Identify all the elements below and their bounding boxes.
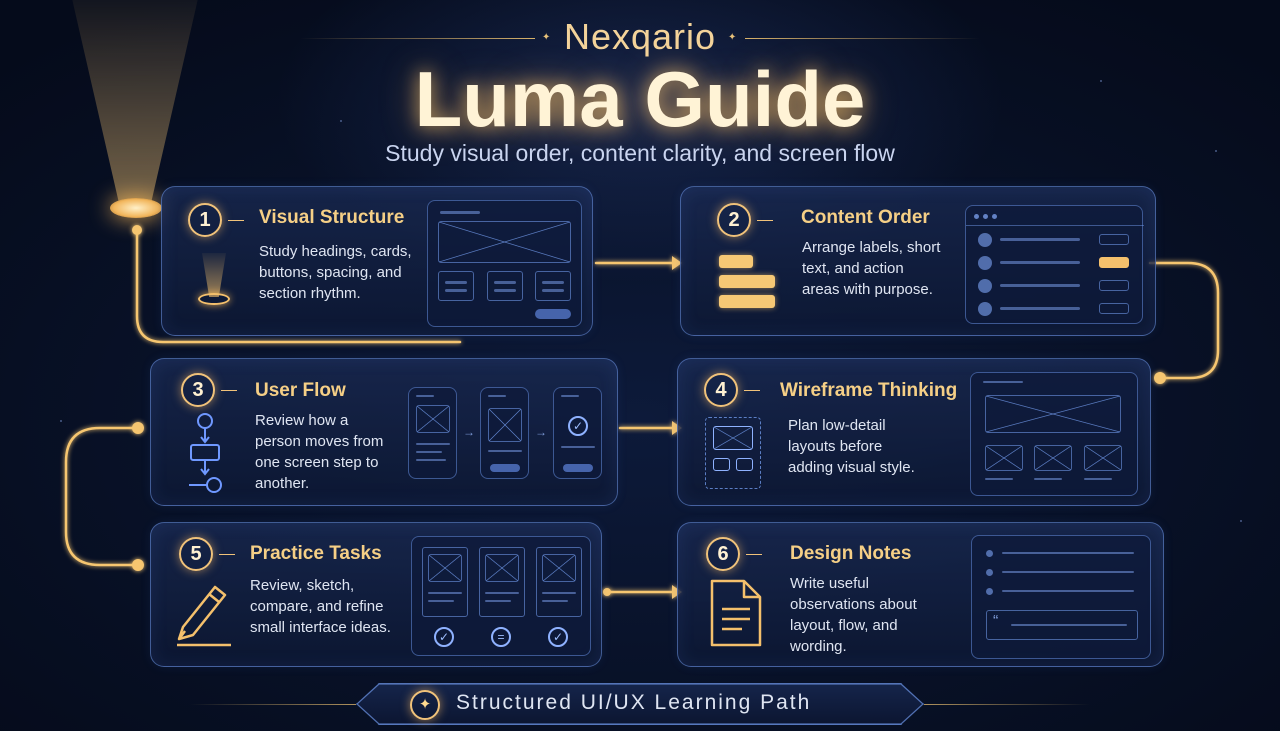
document-icon [710,579,762,647]
step-number: 5 [179,537,213,571]
flowchart-icon [189,413,222,493]
pencil-icon [177,585,231,647]
equals-circle-icon: = [491,627,511,647]
step-card-user-flow[interactable]: 3 User Flow Review how a person moves fr… [150,358,618,506]
step-description: Write useful observations about layout, … [790,575,917,655]
background-star [1100,80,1102,82]
footer-label: Structured UI/UX Learning Path [456,691,812,714]
list-mockup [965,205,1144,324]
number-tick [746,554,762,555]
brand-name: Nexqario [563,16,717,57]
step-card-content-order[interactable]: 2 Content Order Arrange labels, short te… [680,186,1156,336]
page-subtitle: Study visual order, content clarity, and… [385,140,895,166]
step-card-practice-tasks[interactable]: 5 Practice Tasks Review, sketch, compare… [150,522,602,667]
notes-mockup: “ [971,535,1151,659]
screen-mockup-1 [408,387,457,479]
screen-mockup-2 [480,387,529,479]
step-card-visual-structure[interactable]: 1 Visual Structure Study headings, cards… [161,186,593,336]
page-title: Luma Guide [414,55,866,143]
step-number: 4 [704,373,738,407]
small-spotlight-icon [196,253,232,313]
step-title: Practice Tasks [250,543,382,564]
step-number: 2 [717,203,751,237]
number-tick [757,220,773,221]
step-title: Design Notes [790,543,912,564]
number-tick [228,220,244,221]
number-tick [221,390,237,391]
footer-divider-left [190,704,356,705]
step-card-design-notes[interactable]: 6 Design Notes Write useful observations… [677,522,1164,667]
practice-mockup: ✓ = ✓ [411,536,591,656]
wireframe-icon [705,417,761,489]
background-star [1240,520,1242,522]
background-star [340,120,342,122]
step-number: 6 [706,537,740,571]
layout-mockup [427,200,582,327]
check-circle-icon: ✓ [548,627,568,647]
number-tick [744,390,760,391]
step-description: Arrange labels, short text, and action a… [802,239,941,298]
step-number: 3 [181,373,215,407]
step-description: Plan low-detail layouts before adding vi… [788,417,915,476]
step-title: Wireframe Thinking [780,380,958,401]
stacked-bars-icon [719,255,775,315]
step-description: Study headings, cards, buttons, spacing,… [259,243,412,302]
screen-mockup-3: ✓ [553,387,602,479]
step-description: Review, sketch, compare, and refine smal… [250,577,391,636]
check-circle-icon: ✓ [568,416,588,436]
number-tick [219,554,235,555]
step-number: 1 [188,203,222,237]
step-description: Review how a person moves from one scree… [255,412,384,492]
quote-icon: “ [993,613,999,630]
brand-divider-right [745,38,980,39]
star-icon: ✦ [728,32,737,43]
spotlight-icon [110,198,162,218]
star-icon: ✦ [542,32,551,43]
background-star [1215,150,1217,152]
background-star [60,420,62,422]
wireframe-mockup [970,372,1138,496]
step-title: Visual Structure [259,207,405,228]
footer-frame [356,683,924,725]
brand-divider-left [300,38,535,39]
step-title: User Flow [255,380,346,401]
arrow-right-icon: → [535,425,547,439]
arrow-right-icon: → [463,425,475,439]
footer-divider-right [924,704,1090,705]
step-title: Content Order [801,207,930,228]
sparkle-icon: ✦ [410,690,440,720]
step-card-wireframe-thinking[interactable]: 4 Wireframe Thinking Plan low-detail lay… [677,358,1151,506]
check-circle-icon: ✓ [434,627,454,647]
